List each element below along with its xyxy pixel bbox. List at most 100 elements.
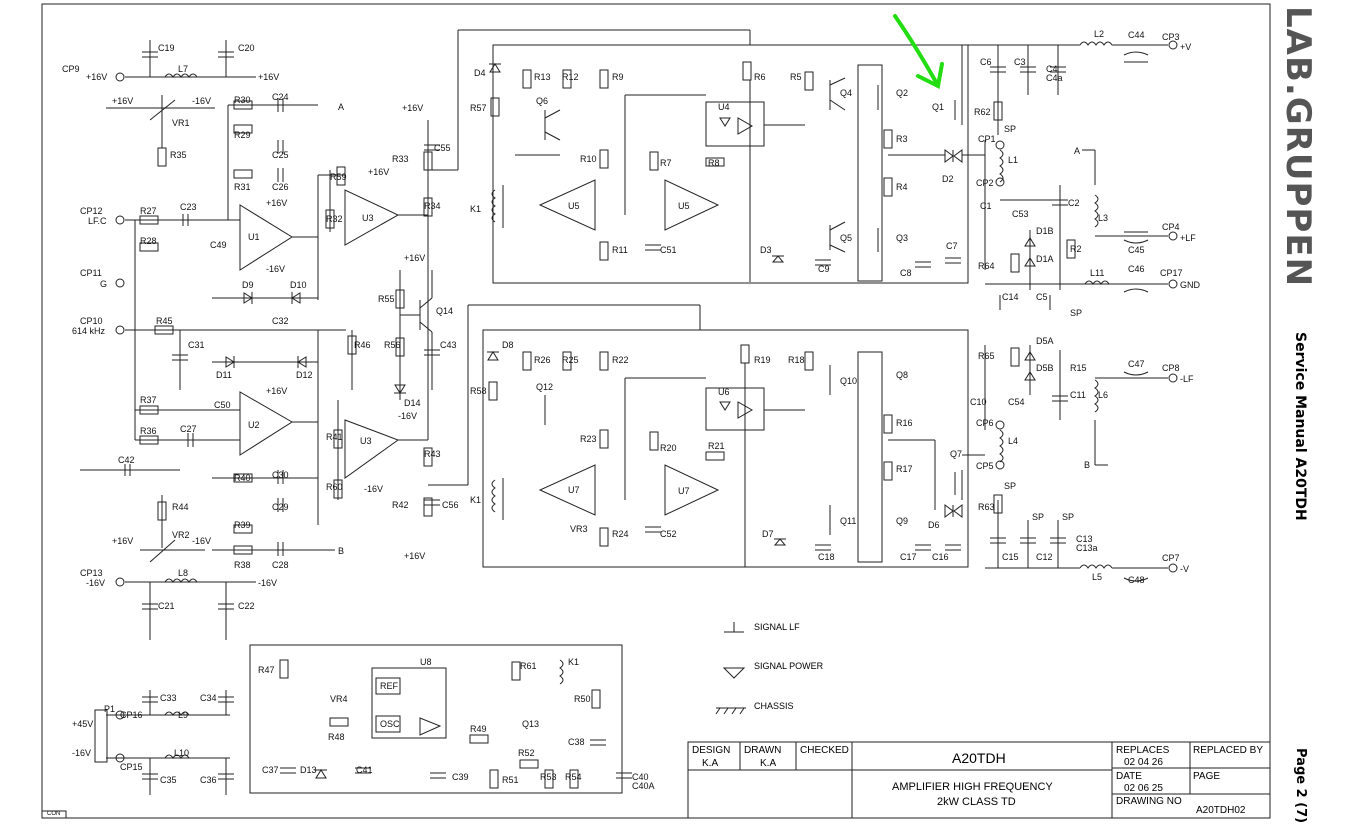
c34-label: C34	[200, 693, 217, 703]
c56-label: C56	[442, 500, 459, 510]
c31-label: C31	[188, 340, 205, 350]
q7-label: Q7	[950, 449, 963, 459]
q10-label: Q10	[840, 376, 858, 386]
c15-label: C15	[1002, 552, 1019, 562]
r61-label: R61	[520, 661, 537, 671]
q12-label: Q12	[536, 382, 554, 392]
r33-label: R33	[392, 154, 409, 164]
annotation-arrow	[895, 16, 942, 86]
u2-stage	[80, 326, 346, 562]
k1c-label: K1	[568, 657, 580, 667]
cp11-net: G	[100, 279, 108, 289]
c41-label: C41	[356, 765, 373, 775]
r30-label: R30	[234, 95, 251, 105]
r18-label: R18	[788, 355, 805, 365]
u4-label: U4	[718, 102, 730, 112]
c53-label: C53	[1012, 209, 1029, 219]
r57-label: R57	[470, 103, 487, 113]
cp2-label: CP2	[976, 178, 994, 188]
net-a-2: A	[1074, 146, 1081, 156]
c36-label: C36	[200, 775, 217, 785]
r65-label: R65	[978, 351, 995, 361]
u3a-label: U3	[362, 213, 374, 223]
d12-label: D12	[296, 370, 313, 380]
r59-label: R59	[330, 172, 347, 182]
tb-drawn-label: DRAWN	[744, 745, 782, 756]
u3-stages	[326, 30, 468, 516]
r22-label: R22	[612, 355, 629, 365]
c13a-label: C13a	[1076, 543, 1098, 553]
r44-label: R44	[172, 502, 189, 512]
c9-label: C9	[818, 264, 830, 274]
c48-label: C48	[1128, 575, 1145, 585]
r19-label: R19	[754, 355, 771, 365]
tb-replaces-label: REPLACES	[1116, 745, 1170, 756]
cp4-net: +LF	[1180, 233, 1196, 243]
r34-label: R34	[424, 201, 441, 211]
plus16v-net-3: +16V	[266, 198, 288, 208]
plus16v-net-5: +16V	[112, 536, 134, 546]
c46-label: C46	[1128, 264, 1145, 274]
r7-label: R7	[660, 158, 672, 168]
cp6-label: CP6	[976, 418, 994, 428]
c35-label: C35	[160, 775, 177, 785]
cp3-net: +V	[1180, 42, 1192, 52]
r32-label: R32	[326, 214, 343, 224]
plus16v-net-8: +16V	[404, 253, 426, 263]
cp10-net: 614 kHz	[72, 326, 106, 336]
r2-label: R2	[1070, 244, 1082, 254]
c45-label: C45	[1128, 245, 1145, 255]
l11-label: L11	[1090, 268, 1105, 278]
c21-label: C21	[158, 601, 175, 611]
cp15-label: CP15	[120, 762, 143, 772]
supply-filter-minus16v	[125, 579, 256, 640]
u7a-label: U7	[568, 485, 580, 495]
sp-tag-4: SP	[1032, 512, 1045, 522]
c8-label: C8	[900, 268, 912, 278]
r40-label: R40	[234, 473, 251, 483]
r25-label: R25	[562, 355, 579, 365]
plus16v-net-2: +16V	[112, 96, 134, 106]
cp17-label: CP17	[1160, 268, 1183, 278]
d5a-label: D5A	[1036, 336, 1054, 346]
tb-description-1: AMPLIFIER HIGH FREQUENCY	[892, 781, 1053, 793]
r26-label: R26	[534, 355, 551, 365]
minus16v-net-4: -16V	[258, 578, 278, 588]
plus16v-net-4: +16V	[266, 386, 288, 396]
net-a-1: A	[338, 102, 345, 112]
tb-drawn-value: K.A	[760, 758, 777, 769]
r8-label: R8	[708, 158, 720, 168]
upper-driver-block	[458, 30, 985, 283]
r52-label: R52	[518, 748, 535, 758]
page-number: Page 2 (7)	[1293, 748, 1308, 824]
r27-label: R27	[140, 206, 157, 216]
r53-label: R53	[540, 772, 557, 782]
cp8-net: -LF	[1180, 374, 1194, 384]
k1a-label: K1	[470, 204, 482, 214]
u8-label: U8	[420, 657, 432, 667]
c6-label: C6	[980, 57, 992, 67]
c11-label: C11	[1070, 390, 1086, 400]
cp5-label: CP5	[976, 461, 994, 471]
r31-label: R31	[234, 182, 251, 192]
tb-page-label: PAGE	[1193, 771, 1221, 782]
u6-label: U6	[718, 387, 730, 397]
r16-label: R16	[896, 418, 913, 428]
r13-label: R13	[534, 72, 551, 82]
sp-tag-5: SP	[1062, 512, 1075, 522]
r23-label: R23	[580, 434, 597, 444]
r51-label: R51	[502, 775, 519, 785]
d1b-label: D1B	[1036, 226, 1054, 236]
q9-label: Q9	[896, 516, 909, 526]
tb-model: A20TDH	[952, 750, 1006, 766]
l6-label: L6	[1098, 390, 1109, 400]
net-b-1: B	[338, 546, 345, 556]
c30-label: C30	[272, 470, 289, 480]
c17-label: C17	[900, 552, 917, 562]
tb-description-2: 2kW CLASS TD	[937, 796, 1016, 808]
osc-label: OSC	[380, 719, 400, 729]
r37-label: R37	[140, 395, 157, 405]
c51-label: C51	[660, 245, 677, 255]
u5a-label: U5	[568, 201, 580, 211]
r28-label: R28	[140, 236, 157, 246]
